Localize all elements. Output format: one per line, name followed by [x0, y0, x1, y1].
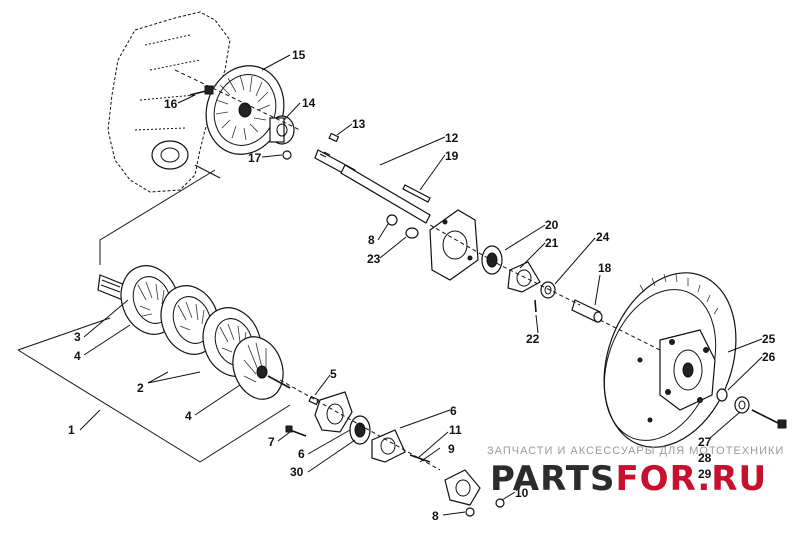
callout-21: 21: [545, 236, 559, 250]
callout-20: 20: [545, 218, 559, 232]
callout-29: 29: [698, 467, 712, 481]
callout-17: 17: [248, 151, 262, 165]
callout-4b: 4: [185, 409, 192, 423]
callout-8b: 8: [432, 509, 439, 523]
callout-25: 25: [762, 332, 776, 346]
watermark: ЗАПЧАСТИ И АКСЕССУАРЫ ДЛЯ МОТОТЕХНИКИ PA…: [487, 445, 784, 499]
callout-22: 22: [526, 332, 540, 346]
washer-23: [405, 227, 419, 239]
callouts: 1 2 3 4 4 5 6 6 7 8 8 9 10 11 12 13 14 1…: [68, 48, 776, 523]
callout-2: 2: [137, 381, 144, 395]
callout-4a: 4: [74, 349, 81, 363]
spacer-18: [571, 299, 603, 323]
nut-8-bottom: [465, 507, 475, 517]
bearing-cap: [444, 469, 481, 506]
callout-5: 5: [330, 367, 337, 381]
shaft-12: [314, 149, 431, 224]
washer-27-hole: [738, 400, 746, 410]
callout-10: 10: [515, 486, 529, 500]
callout-13: 13: [352, 117, 366, 131]
large-disc: [603, 272, 737, 448]
assembly-lines: [17, 69, 661, 471]
bearing-plate: [429, 209, 479, 281]
washer-24-hole: [544, 285, 552, 295]
washer-24: [540, 281, 556, 299]
callout-18: 18: [598, 261, 612, 275]
flange-6: [371, 429, 406, 463]
callout-27: 27: [698, 435, 712, 449]
washer-27: [734, 396, 750, 414]
callout-9: 9: [448, 442, 455, 456]
pin-19: [402, 184, 431, 203]
callout-1: 1: [68, 423, 75, 437]
leader-lines: [79, 54, 763, 516]
screw-7: [285, 425, 307, 437]
callout-19: 19: [445, 149, 459, 163]
bolt-29: [751, 409, 787, 429]
washer-26: [716, 388, 728, 402]
watermark-logo-left: PARTS: [490, 459, 615, 499]
watermark-logo: PARTSFOR.RU: [490, 459, 767, 499]
nut-17: [282, 150, 292, 160]
key-5: [308, 395, 320, 406]
screw-16: [189, 85, 214, 96]
brake-disc: [205, 65, 285, 155]
bearing-30: [349, 415, 371, 445]
washer-8-top: [386, 214, 398, 226]
hub: [269, 115, 295, 145]
callout-16: 16: [164, 97, 178, 111]
nut-10: [495, 498, 505, 508]
callout-3: 3: [74, 330, 81, 344]
callout-30: 30: [290, 465, 304, 479]
callout-24: 24: [596, 230, 610, 244]
watermark-logo-right: FOR.RU: [615, 459, 767, 499]
key-13: [328, 132, 340, 143]
callout-14: 14: [302, 96, 316, 110]
callout-6a: 6: [450, 404, 457, 418]
callout-15: 15: [292, 48, 306, 62]
callout-12: 12: [445, 131, 459, 145]
engine-case: [107, 11, 231, 193]
lower-bearing-plate: [314, 391, 353, 433]
callout-7: 7: [268, 435, 275, 449]
screw-22: [534, 299, 537, 313]
pin-11: [409, 454, 431, 463]
sprocket-stack: [97, 265, 291, 400]
watermark-caption: ЗАПЧАСТИ И АКСЕССУАРЫ ДЛЯ МОТОТЕХНИКИ: [487, 445, 784, 457]
callout-11: 11: [449, 423, 462, 437]
callout-26: 26: [762, 350, 776, 364]
callout-28: 28: [698, 451, 712, 465]
callout-8a: 8: [368, 233, 375, 247]
callout-23: 23: [367, 252, 381, 266]
callout-6b: 6: [298, 447, 305, 461]
